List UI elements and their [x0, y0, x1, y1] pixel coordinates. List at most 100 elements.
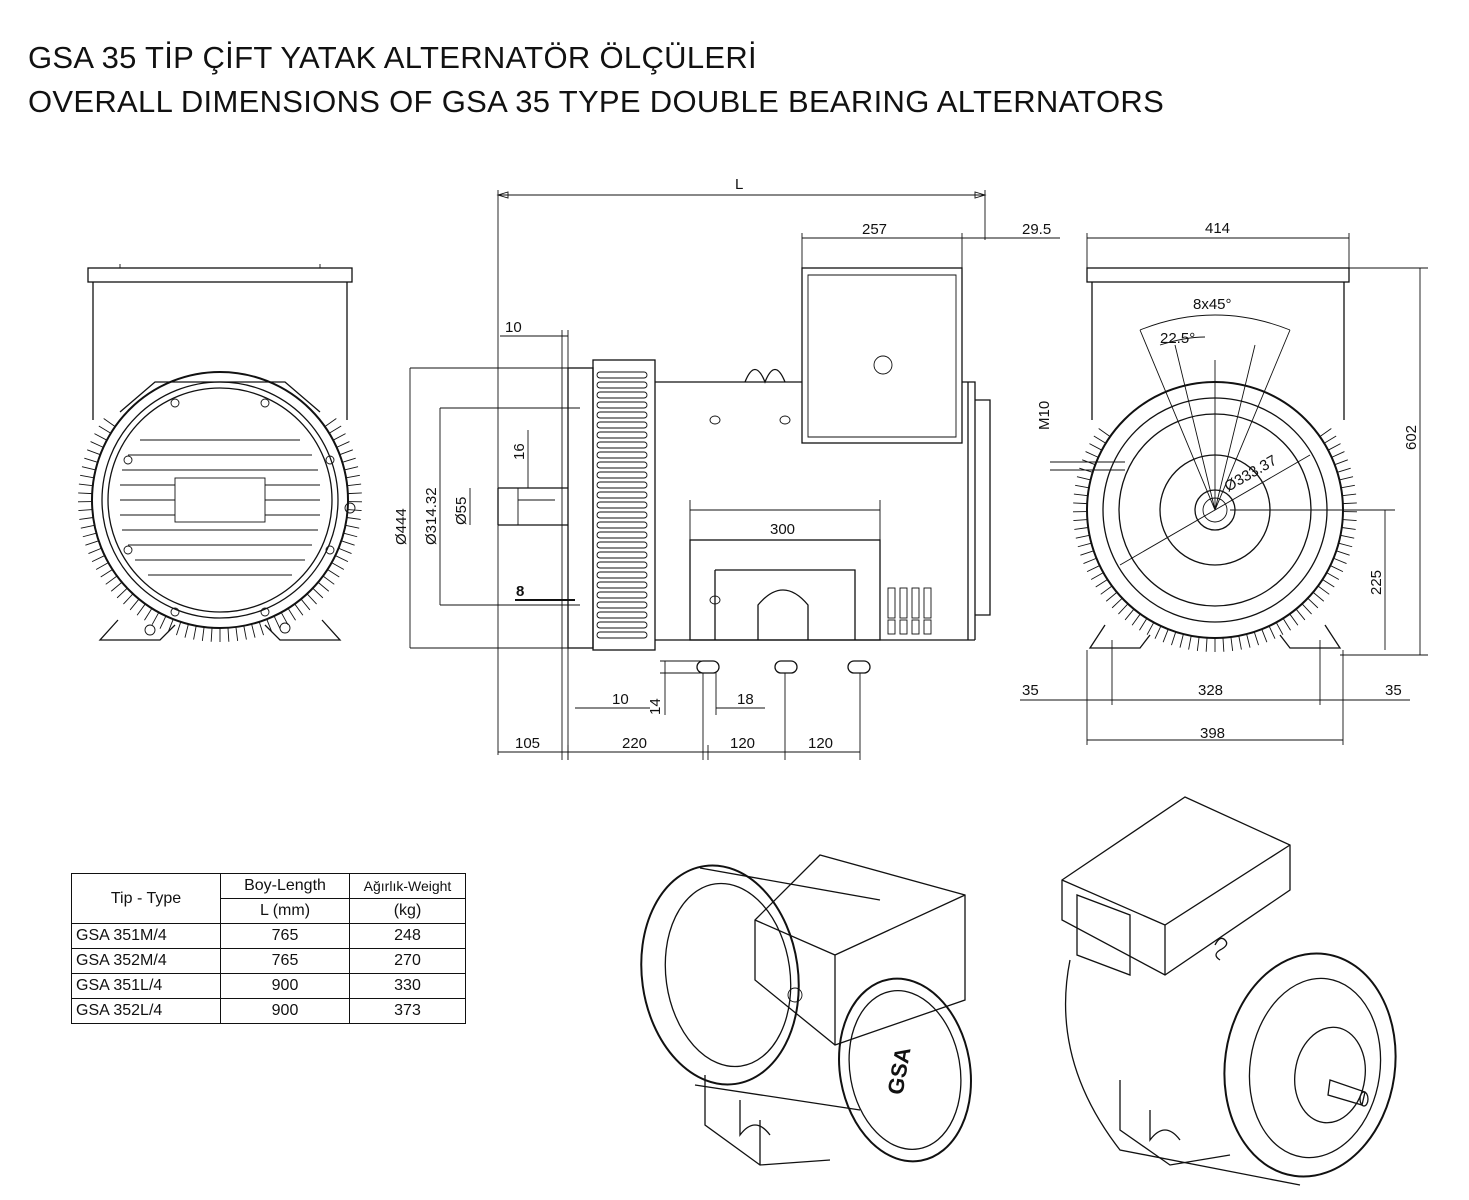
fin-mark — [1179, 633, 1184, 648]
dim-257: 257 — [862, 221, 887, 238]
end-view: 414 8x45° 22.5° Ø333.37 M10 602 225 35 3… — [1020, 220, 1428, 745]
fin-mark — [159, 615, 167, 629]
fin-mark — [193, 625, 197, 640]
dim-35-left: 35 — [1022, 682, 1039, 699]
fin-mark — [88, 547, 102, 554]
end-fins — [1073, 428, 1357, 652]
fin-mark — [1196, 636, 1200, 651]
dim-10-top: 10 — [505, 319, 522, 336]
th-length: Boy-Length — [220, 873, 350, 899]
vent-slots — [887, 587, 932, 635]
dim-14: 14 — [647, 698, 664, 715]
dim-120a: 120 — [730, 735, 755, 752]
fin-mark — [167, 618, 174, 633]
fin-mark — [123, 593, 134, 605]
fin-mark — [1331, 451, 1345, 458]
fin-mark — [105, 575, 118, 585]
dim-55: Ø55 — [453, 497, 470, 525]
fin-mark — [1268, 625, 1276, 639]
fin-mark — [1076, 476, 1091, 481]
fin-mark — [1341, 527, 1356, 530]
title-english: OVERALL DIMENSIONS OF GSA 35 TYPE DOUBLE… — [28, 84, 1165, 119]
dim-M10: M10 — [1036, 401, 1053, 430]
dim-L: L — [735, 176, 743, 193]
fin-mark — [80, 524, 95, 529]
fin-mark — [151, 612, 160, 625]
fin-mark — [227, 627, 230, 642]
fin-mark — [1090, 572, 1104, 580]
fin-mark — [343, 532, 358, 538]
fin-mark — [84, 457, 98, 463]
dim-105: 105 — [515, 735, 540, 752]
cell-type: GSA 352M/4 — [71, 948, 221, 974]
fin-mark — [1085, 451, 1099, 458]
fin-mark — [1230, 636, 1234, 651]
fan-fin — [596, 611, 648, 619]
fin-mark — [332, 433, 346, 441]
fan-fin — [596, 481, 648, 489]
fin-mark — [1075, 484, 1090, 489]
dim-8: 8 — [516, 583, 524, 600]
fan-fin — [596, 551, 648, 559]
dim-10-bottom: 10 — [612, 691, 629, 708]
fan-fin — [596, 461, 648, 469]
fan-fin — [596, 381, 648, 389]
fin-mark — [110, 581, 123, 592]
fan-fin — [596, 411, 648, 419]
fin-mark — [1222, 637, 1225, 652]
fin-mark — [345, 524, 360, 529]
fin-mark — [1253, 631, 1259, 646]
fin-mark — [1312, 591, 1325, 602]
fin-mark — [336, 441, 350, 448]
dim-602: 602 — [1403, 425, 1420, 450]
foot-slots — [696, 660, 871, 674]
fin-mark — [327, 569, 340, 578]
cell-weight: 248 — [349, 923, 466, 949]
fin-mark — [1342, 502, 1357, 505]
table-row: GSA 351M/4 765 248 — [71, 923, 466, 949]
fan-fin — [596, 621, 648, 629]
fin-mark — [1131, 613, 1141, 626]
fin-mark — [184, 623, 189, 638]
fin-mark — [144, 608, 153, 621]
fin-mark — [342, 457, 356, 463]
fin-mark — [210, 627, 213, 642]
dim-414: 414 — [1205, 220, 1230, 237]
cell-type: GSA 352L/4 — [71, 998, 221, 1024]
fin-mark — [1188, 635, 1192, 650]
fin-mark — [1089, 443, 1103, 451]
fin-mark — [345, 474, 360, 479]
side-view: L 257 29.5 — [393, 176, 1060, 760]
cell-length: 765 — [220, 948, 350, 974]
fin-mark — [136, 603, 146, 616]
dim-328: 328 — [1198, 682, 1223, 699]
fin-mark — [1289, 613, 1299, 626]
fin-mark — [1326, 572, 1340, 580]
title-turkish: GSA 35 TİP ÇİFT YATAK ALTERNATÖR ÖLÇÜLER… — [28, 40, 757, 75]
fin-mark — [335, 555, 349, 563]
fin-mark — [79, 517, 94, 520]
cell-weight: 330 — [349, 973, 466, 999]
fin-mark — [1098, 428, 1111, 437]
fin-mark — [78, 483, 93, 487]
dim-18: 18 — [737, 691, 754, 708]
front-grille — [120, 439, 320, 576]
cell-length: 900 — [220, 973, 350, 999]
fin-mark — [1095, 579, 1108, 588]
fin-mark — [331, 562, 345, 570]
fin-mark — [1083, 557, 1097, 564]
isometric-view-front: GSA — [640, 854, 972, 1166]
fin-mark — [1073, 519, 1088, 522]
fan-fin — [596, 521, 648, 529]
fin-mark — [338, 547, 352, 554]
fin-mark — [98, 425, 112, 434]
fin-mark — [1334, 459, 1348, 466]
fin-mark — [1275, 622, 1284, 635]
fin-mark — [90, 441, 104, 448]
dim-220: 220 — [622, 735, 647, 752]
dim-120b: 120 — [808, 735, 833, 752]
fin-mark — [346, 517, 361, 520]
fin-mark — [1154, 625, 1162, 639]
fin-mark — [91, 555, 105, 563]
dim-314: Ø314.32 — [423, 487, 440, 545]
